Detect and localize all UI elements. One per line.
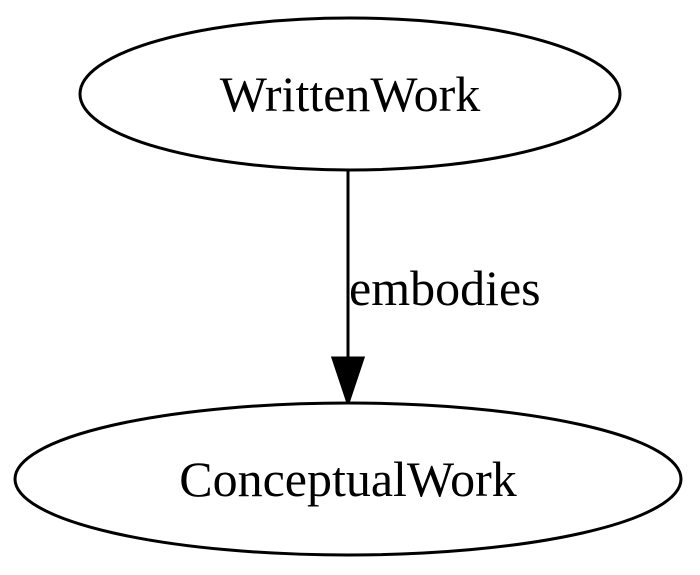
node-writtenwork[interactable]: WrittenWork [78, 16, 622, 172]
node-conceptualwork-label: ConceptualWork [179, 451, 517, 507]
node-conceptualwork[interactable]: ConceptualWork [13, 401, 683, 557]
node-writtenwork-label: WrittenWork [220, 66, 481, 122]
node-conceptualwork-shape [13, 401, 683, 557]
node-writtenwork-shape [78, 16, 622, 172]
edge-embodies-arrowhead [330, 356, 366, 408]
edge-embodies-label: embodies [349, 260, 541, 316]
edge-embodies: embodies [330, 170, 541, 408]
